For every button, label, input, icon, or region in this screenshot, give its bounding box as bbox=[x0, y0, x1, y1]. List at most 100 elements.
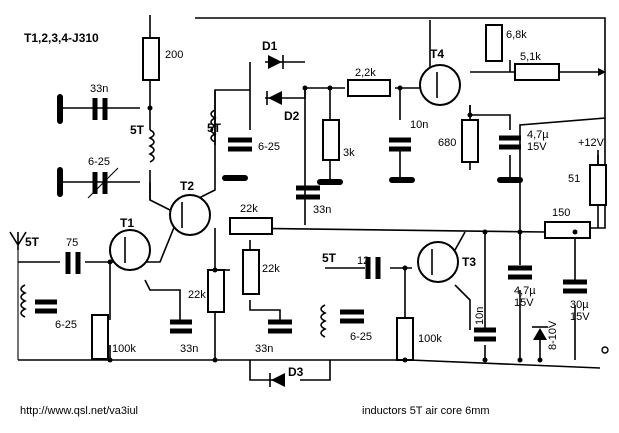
transistor-t3-label: T3 bbox=[462, 255, 476, 269]
resistor-22k-vert-label: 22k bbox=[188, 289, 206, 301]
cap-47u-a-label: 4,7µ bbox=[527, 129, 549, 141]
coil-t3-label: 5T bbox=[322, 251, 337, 265]
junction-17 bbox=[537, 357, 543, 363]
ground-rail bbox=[18, 359, 601, 369]
resistor-2k2-label: 2,2k bbox=[355, 67, 376, 79]
cap-trim-b-label: 6-25 bbox=[55, 319, 77, 331]
resistor-3k bbox=[322, 119, 340, 161]
resistor-2k2 bbox=[347, 79, 391, 97]
cap-75-label: 75 bbox=[66, 237, 78, 249]
diode-d2-label: D2 bbox=[284, 109, 300, 123]
resistor-5k1 bbox=[514, 63, 560, 81]
resistor-100k-b-label: 100k bbox=[418, 333, 442, 345]
wire-t3-src bbox=[454, 284, 471, 330]
resistor-22k-vert bbox=[207, 269, 225, 313]
diode-d3-label: D3 bbox=[288, 365, 304, 379]
junction-15 bbox=[482, 357, 488, 363]
cap-33n-d-label: 33n bbox=[255, 343, 273, 355]
junction-11 bbox=[402, 265, 408, 271]
coil-antenna-label: 5T bbox=[25, 235, 40, 249]
junction-5 bbox=[467, 112, 473, 118]
junction-9 bbox=[212, 267, 218, 273]
cap-trim-d-label: 6-25 bbox=[350, 331, 372, 343]
resistor-100k-a-label: 100k bbox=[112, 343, 136, 355]
footer-url: http://www.qsl.net/va3iul bbox=[20, 405, 139, 417]
resistor-6k8-label: 6,8k bbox=[506, 29, 527, 41]
cap-trim-c-label: 6-25 bbox=[258, 141, 280, 153]
zener-label: 8-10V bbox=[547, 320, 559, 350]
coil-t2 bbox=[148, 129, 155, 163]
resistor-680-label: 680 bbox=[438, 137, 456, 149]
cap-10n-a-label: 10n bbox=[410, 119, 428, 131]
junction-7 bbox=[517, 229, 523, 235]
transistor-t1 bbox=[109, 229, 151, 271]
footer-note: inductors 5T air core 6mm bbox=[362, 405, 490, 417]
resistor-51-label: 51 bbox=[568, 173, 580, 185]
resistor-22k-pot bbox=[229, 217, 273, 235]
resistor-150-label: 150 bbox=[552, 207, 570, 219]
cap-trim-a-arrow bbox=[87, 167, 119, 199]
zener-icon bbox=[533, 328, 547, 340]
wire-t3-drain bbox=[454, 231, 466, 251]
coil-mix bbox=[210, 109, 217, 143]
junction-4 bbox=[397, 85, 403, 91]
wire-right-bus bbox=[590, 118, 606, 229]
resistor-200 bbox=[142, 37, 160, 81]
antenna-icon bbox=[9, 231, 27, 250]
junction-2 bbox=[302, 85, 308, 91]
coil-mix-label: 5T bbox=[207, 121, 222, 135]
title: T1,2,3,4-J310 bbox=[24, 31, 99, 45]
junction-6 bbox=[482, 229, 488, 235]
cap-47u-b-voltage: 15V bbox=[514, 297, 534, 309]
diode-d2-icon bbox=[268, 91, 282, 105]
wire-d-node bbox=[304, 87, 345, 225]
junction-3 bbox=[327, 85, 333, 91]
transistor-t4-label: T4 bbox=[430, 47, 444, 61]
resistor-22k-right bbox=[242, 249, 260, 295]
ground-terminal bbox=[601, 346, 609, 354]
resistor-200-label: 200 bbox=[165, 49, 183, 61]
wire-t2-drain bbox=[194, 89, 250, 201]
resistor-100k-a bbox=[91, 314, 109, 360]
resistor-22k-pot-label: 22k bbox=[240, 203, 258, 215]
coil-t2-label: 5T bbox=[130, 123, 145, 137]
junction-13 bbox=[212, 357, 218, 363]
cap-47u-b-label: 4,7µ bbox=[514, 285, 536, 297]
wire-t1-drain bbox=[145, 224, 176, 263]
transistor-t1-label: T1 bbox=[120, 216, 134, 230]
resistor-22k-right-label: 22k bbox=[262, 263, 280, 275]
junction-1 bbox=[147, 105, 153, 111]
junction-8 bbox=[572, 229, 578, 235]
cap-33n-b-label: 33n bbox=[313, 204, 331, 216]
diode-d3-icon bbox=[271, 373, 285, 387]
cap-30u-voltage: 15V bbox=[570, 311, 590, 323]
junction-16 bbox=[517, 357, 523, 363]
junction-10 bbox=[107, 259, 113, 265]
junction-12 bbox=[107, 357, 113, 363]
wire-mid-bus bbox=[229, 227, 546, 233]
cap-47u-a-voltage: 15V bbox=[527, 141, 547, 153]
transistor-t3 bbox=[417, 241, 459, 283]
supply-label: +12V bbox=[578, 137, 605, 149]
cap-33n-c-label: 33n bbox=[180, 343, 198, 355]
resistor-150 bbox=[544, 221, 591, 239]
wire-t1-source bbox=[144, 279, 181, 320]
diode-d1-icon bbox=[268, 55, 282, 69]
transistor-t2-label: T2 bbox=[180, 179, 194, 193]
transistor-t2 bbox=[169, 194, 211, 236]
resistor-51 bbox=[589, 164, 607, 206]
cap-30u-label: 30µ bbox=[570, 299, 589, 311]
cap-33n-a-label: 33n bbox=[90, 83, 108, 95]
resistor-3k-label: 3k bbox=[343, 147, 355, 159]
diode-d1-label: D1 bbox=[262, 39, 278, 53]
resistor-5k1-label: 5,1k bbox=[520, 51, 541, 63]
cap-trim-a-label: 6-25 bbox=[88, 156, 110, 168]
cap-10n-b-label: 10n bbox=[474, 307, 486, 325]
resistor-100k-b bbox=[396, 317, 414, 361]
output-arrow-icon bbox=[598, 68, 606, 76]
coil-antenna bbox=[20, 284, 27, 318]
cap-12-label: 12 bbox=[357, 255, 369, 267]
transistor-t4 bbox=[419, 64, 461, 106]
coil-t3 bbox=[320, 304, 327, 338]
